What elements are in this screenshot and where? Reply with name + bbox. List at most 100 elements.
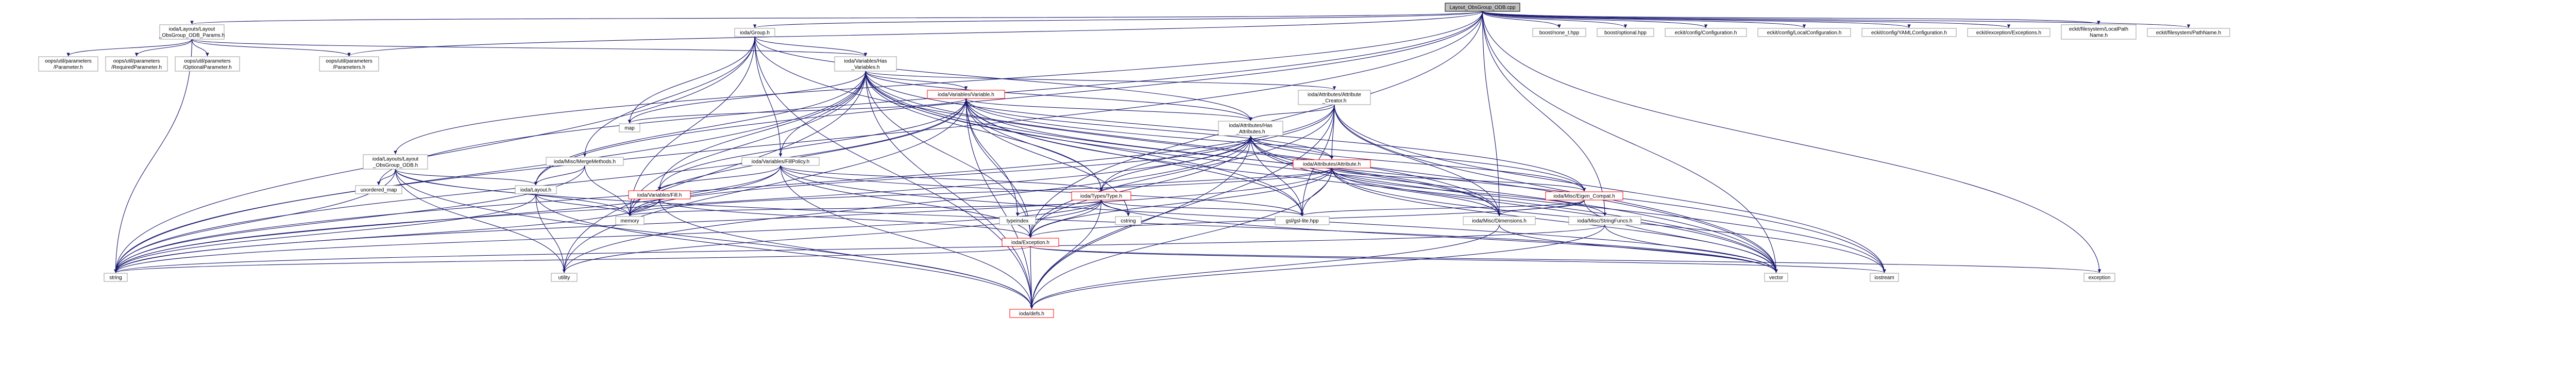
node-exception[interactable]: exception	[2083, 273, 2115, 282]
edge-root-to-eckit-localconfig	[1482, 11, 1806, 28]
node-map[interactable]: map	[619, 123, 640, 132]
edge-exception-h-to-string	[114, 246, 1031, 273]
node-attribute[interactable]: ioda/Attributes/Attribute.h	[1293, 159, 1371, 169]
node-attr-creator[interactable]: ioda/Attributes/Attribute_Creator.h	[1298, 90, 1371, 105]
node-layout[interactable]: ioda/Layout.h	[515, 185, 557, 194]
node-string-funcs[interactable]: ioda/Misc/StringFuncs.h	[1568, 216, 1641, 225]
node-box	[551, 273, 578, 282]
node-unordered-map[interactable]: unordered_map	[355, 185, 402, 194]
node-defs[interactable]: ioda/defs.h	[1009, 309, 1054, 318]
node-eigen-compat[interactable]: ioda/Misc/Eigen_Compat.h	[1545, 191, 1623, 201]
node-memory[interactable]: memory	[615, 216, 645, 225]
edge-has-variables-to-attr-creator	[865, 71, 1336, 90]
edge-has-attributes-to-gsl	[1250, 135, 1304, 217]
edge-has-attributes-to-utility	[562, 135, 1251, 273]
node-eckit-exceptions[interactable]: eckit/exception/Exceptions.h	[1967, 28, 2050, 37]
edge-root-to-oops-parameters	[347, 11, 1483, 57]
node-layout-odb-params[interactable]: ioda/Layouts/Layout_ObsGroup_ODB_Params.…	[159, 24, 225, 40]
node-boost-none[interactable]: boost/none_t.hpp	[1532, 28, 1586, 37]
edge-group-to-string	[114, 36, 755, 273]
edge-has-attributes-to-iostream	[1250, 135, 1886, 273]
node-box	[1665, 28, 1747, 37]
edge-fill-policy-to-fill-h	[657, 165, 781, 191]
edge-has-variables-to-layout	[534, 71, 866, 186]
node-label: /Parameter.h	[54, 65, 83, 71]
node-label: _Creator.h	[1322, 98, 1347, 104]
edge-layout-odb-params-to-oops-required	[134, 39, 193, 57]
node-box	[1597, 28, 1654, 37]
node-oops-parameters[interactable]: oops/util/parameters/Parameters.h	[319, 56, 379, 72]
edge-has-variables-to-exception-h	[865, 71, 1032, 238]
node-label: ioda/Misc/MergeMethods.h	[554, 159, 616, 165]
edge-root-to-eckit-config	[1482, 11, 1708, 28]
node-has-attributes[interactable]: ioda/Attributes/Has_Attributes.h	[1218, 121, 1283, 136]
edge-variable-to-fill-h	[657, 98, 967, 191]
node-oops-parameter[interactable]: oops/util/parameters/Parameter.h	[38, 56, 98, 72]
node-box	[1568, 216, 1641, 225]
node-box	[515, 185, 557, 194]
node-box	[619, 123, 640, 132]
edge-attribute-to-string-funcs	[1331, 168, 1607, 217]
node-box	[1218, 121, 1283, 136]
node-variable[interactable]: ioda/Variables/Variable.h	[927, 90, 1005, 99]
edge-fill-h-to-defs	[659, 198, 1033, 309]
edge-attr-creator-to-vector	[1334, 104, 1778, 273]
node-label: ioda/Layouts/Layout	[372, 157, 419, 162]
node-cstring[interactable]: cstring	[1115, 216, 1142, 225]
node-vector[interactable]: vector	[1764, 273, 1788, 282]
node-box	[105, 56, 168, 72]
edge-fill-policy-to-defs	[780, 165, 1033, 309]
node-box	[1002, 238, 1059, 247]
edge-attribute-to-dimensions	[1331, 168, 1501, 217]
node-layout-odb[interactable]: ioda/Layouts/Layout_ObsGroup_ODB.h	[363, 154, 428, 170]
node-eckit-yamlconfig[interactable]: eckit/config/YAMLConfiguration.h	[1861, 28, 1957, 37]
node-label: eckit/config/Configuration.h	[1675, 30, 1737, 36]
node-iostream[interactable]: iostream	[1870, 273, 1899, 282]
node-eckit-pathname[interactable]: eckit/filesystem/PathName.h	[2147, 28, 2230, 37]
edge-has-variables-to-fill-h	[657, 71, 866, 191]
edge-layout-to-defs	[535, 193, 1033, 309]
node-label: typeindex	[1007, 219, 1029, 224]
edge-group-to-has-variables	[754, 36, 868, 57]
node-utility[interactable]: utility	[551, 273, 578, 282]
node-oops-required[interactable]: oops/util/parameters/RequiredParameter.h	[105, 56, 168, 72]
node-has-variables[interactable]: ioda/Variables/Has_Variables.h	[834, 56, 897, 72]
node-typeindex[interactable]: typeindex	[999, 216, 1036, 225]
edge-has-attributes-to-vector	[1250, 135, 1778, 273]
node-fill-policy[interactable]: ioda/Variables/FillPolicy.h	[741, 157, 820, 166]
edge-type-h-to-defs	[1030, 200, 1102, 309]
node-gsl[interactable]: gsl/gsl-lite.hpp	[1275, 216, 1330, 225]
edge-root-to-eckit-yamlconfig	[1482, 11, 1911, 28]
node-exception-h[interactable]: ioda/Exception.h	[1002, 238, 1059, 247]
node-label: eckit/filesystem/LocalPath	[2069, 27, 2128, 32]
node-label: eckit/filesystem/PathName.h	[2156, 30, 2221, 36]
node-eckit-config[interactable]: eckit/config/Configuration.h	[1665, 28, 1747, 37]
node-boost-optional[interactable]: boost/optional.hpp	[1597, 28, 1654, 37]
node-label: unordered_map	[361, 188, 397, 193]
node-fill-h[interactable]: ioda/Variables/Fill.h	[628, 190, 691, 200]
node-eckit-localconfig[interactable]: eckit/config/LocalConfiguration.h	[1757, 28, 1851, 37]
node-type-h[interactable]: ioda/Types/Type.h	[1071, 191, 1131, 201]
edge-merge-methods-to-memory	[584, 165, 632, 217]
node-box	[1009, 309, 1054, 318]
edge-variable-to-has-attributes	[965, 98, 1252, 121]
node-label: eckit/config/YAMLConfiguration.h	[1871, 30, 1947, 36]
edge-has-variables-to-dimensions	[865, 71, 1501, 217]
node-merge-methods[interactable]: ioda/Misc/MergeMethods.h	[546, 157, 624, 166]
edge-layout-odb-params-to-oops-parameter	[66, 39, 193, 57]
node-dimensions[interactable]: ioda/Misc/Dimensions.h	[1463, 216, 1536, 225]
edge-variable-to-defs	[965, 98, 1033, 309]
node-label: string	[109, 275, 122, 281]
edge-dimensions-to-defs	[1030, 224, 1500, 309]
edge-layout-odb-to-layout	[395, 169, 538, 186]
node-box	[1757, 28, 1851, 37]
node-box	[927, 90, 1005, 99]
node-oops-optional[interactable]: oops/util/parameters/OptionalParameter.h	[175, 56, 240, 72]
node-label: vector	[1769, 275, 1784, 281]
node-string[interactable]: string	[104, 273, 128, 282]
node-group[interactable]: ioda/Group.h	[734, 28, 775, 37]
node-box	[546, 157, 624, 166]
edge-root-to-eckit-pathname	[1482, 11, 2190, 28]
